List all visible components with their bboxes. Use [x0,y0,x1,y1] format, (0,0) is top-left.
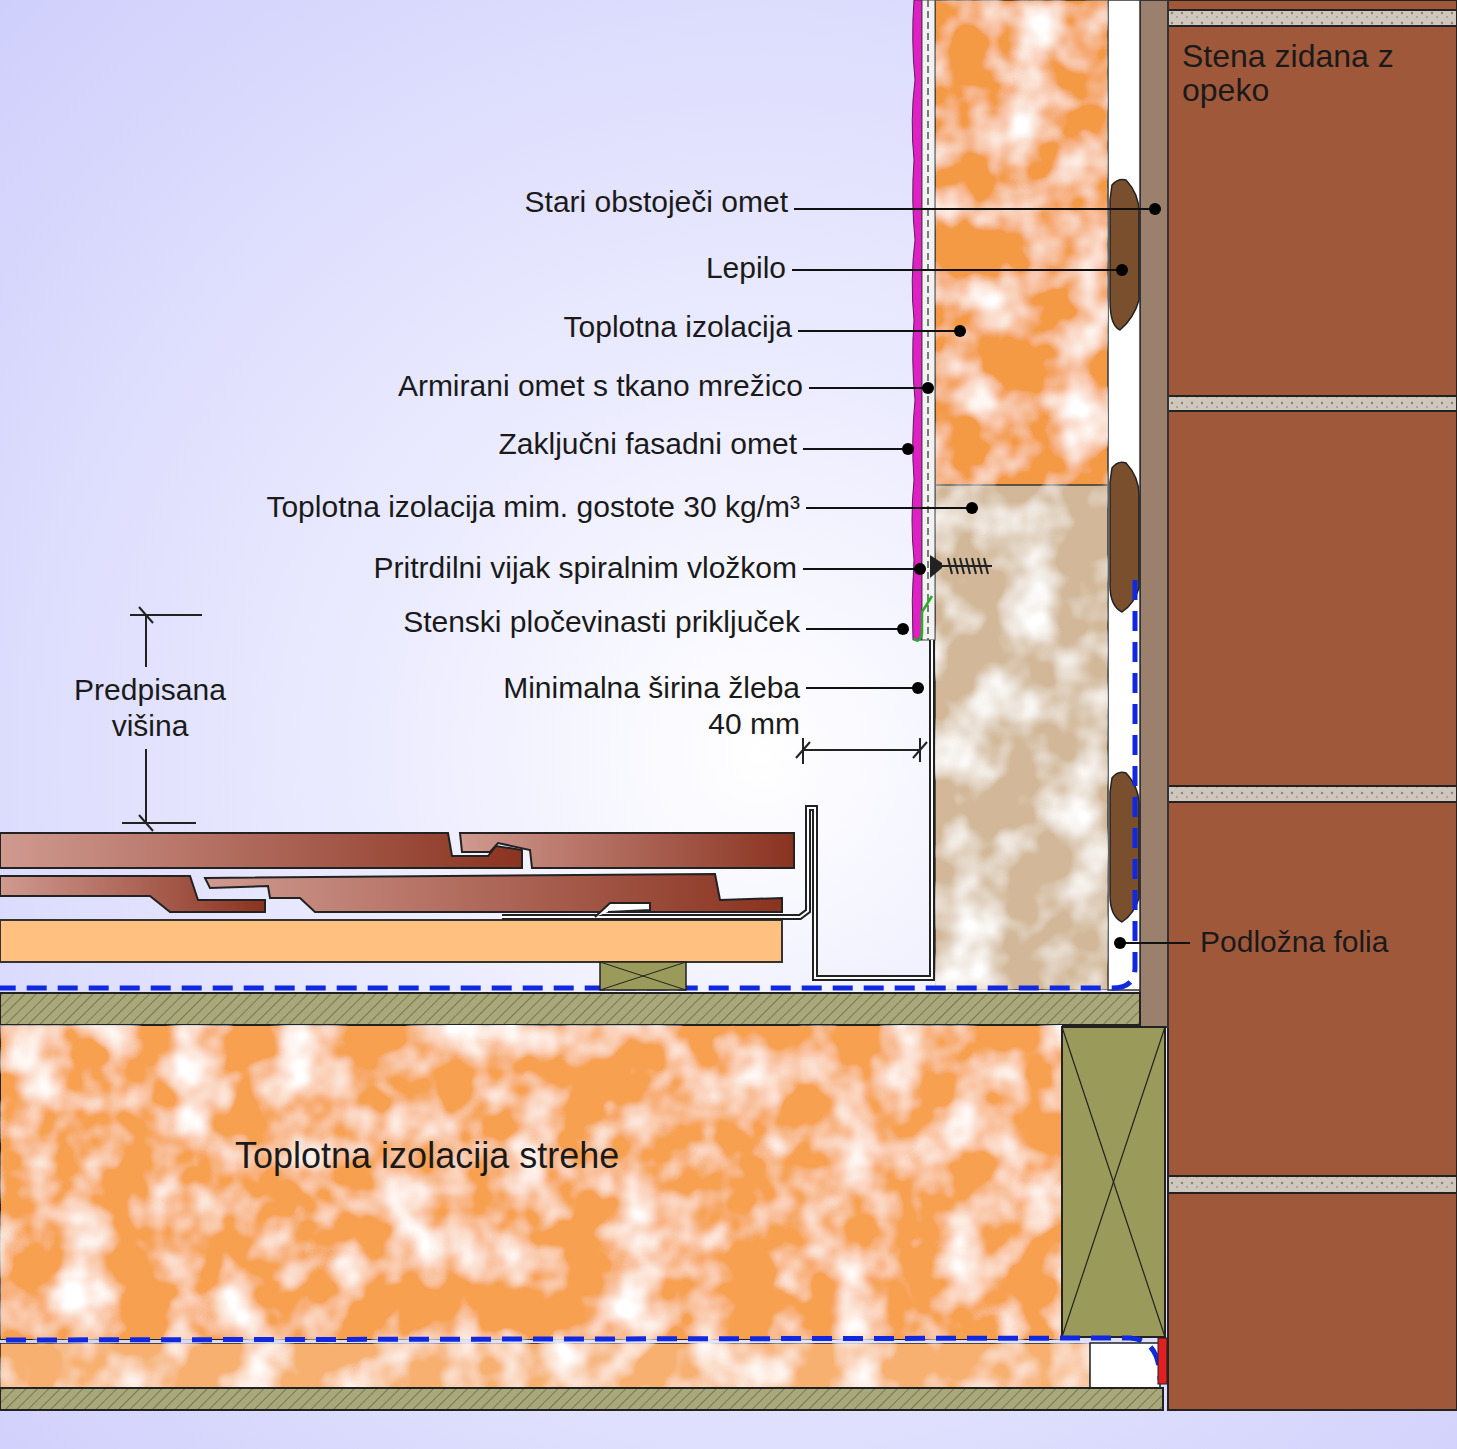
part-label: Lepilo [706,250,786,286]
region-name: Stena zidana z opeko [1182,40,1445,107]
mesh [927,0,929,640]
roof-insulation [0,1025,1062,1340]
part-label: Toplotna izolacija [564,309,792,345]
dense-insulation [935,485,1108,990]
timber-beam [1062,1027,1165,1337]
roof-tile [205,874,782,912]
leader-line [806,628,903,630]
region-label-box: Toplotna izolacija strehe [0,1025,1062,1340]
leader-dot [1149,203,1161,215]
region-name: Toplotna izolacija strehe [235,1137,1050,1175]
tile-clip [595,903,650,917]
lower-insulation [0,1343,1090,1388]
facade-insulation [935,0,1108,485]
roof-deck [0,993,1140,1025]
roof-tile [460,833,794,868]
gap [1090,1343,1160,1388]
leader-line [806,687,918,689]
brick-wall [1168,0,1457,1410]
part-label: Minimalna širina žleba 40 mm [480,670,800,742]
mortar-joint [1168,786,1457,802]
part-label: Predpisana višina [50,672,250,744]
mortar-joint [1168,10,1457,26]
dimension-line [122,822,196,824]
leader-dot [1114,937,1126,949]
leader-line [806,507,972,509]
leader-dot [922,382,934,394]
dimension-tick [796,742,810,758]
region-label-box: Stena zidana z opeko [1168,26,1457,396]
leader-line [792,269,1122,271]
leader-dot [914,563,926,575]
screw-thread [942,558,992,574]
beam-cross [1062,1027,1165,1337]
dimension-line [130,614,202,616]
leader-dot [1116,264,1128,276]
leader-dot [912,682,924,694]
old-plaster [1140,0,1168,1027]
part-label: Toplotna izolacija mim. gostote 30 kg/m³ [266,489,800,525]
leader-line [809,387,928,389]
ceiling-board [0,1388,1163,1410]
part-label: Stenski pločevinasti priključek [403,604,800,640]
leader-line [798,330,960,332]
leader-dot [897,623,909,635]
part-label: Armirani omet s tkano mrežico [398,368,803,404]
batten [0,920,782,962]
adhesive-blob [1110,180,1139,330]
reinforced-render [922,0,935,640]
leader-dot [954,325,966,337]
mortar-joint [1168,1176,1457,1193]
batten-cross [600,962,686,990]
leader-line [1120,942,1190,944]
counter-batten [600,962,686,990]
leader-line [803,568,920,570]
part-label: Stari obstoječi omet [525,184,788,220]
batten-cross [600,962,686,990]
screw-head [930,555,942,578]
vapour-barrier [6,1338,1160,1380]
leader-dot [966,502,978,514]
part-label: Zaključni fasadni omet [499,426,797,462]
part-label: Pritrdilni vijak spiralnim vložkom [374,550,797,586]
mortar-joint [1168,396,1457,411]
part-label: Podložna folia [1200,924,1388,960]
flashing-hook [914,596,932,641]
leader-line [794,208,1155,210]
dimension-line [145,615,147,667]
dimension-line [145,749,147,823]
dimension-tick [913,742,927,758]
underlay-foil [0,580,1135,988]
dimension-line [803,749,920,751]
beam-cross [1062,1027,1165,1337]
leader-dot [902,443,914,455]
sealant [1158,1338,1167,1384]
roof-tile [0,833,522,868]
finish-render [912,0,922,640]
leader-line [803,448,908,450]
